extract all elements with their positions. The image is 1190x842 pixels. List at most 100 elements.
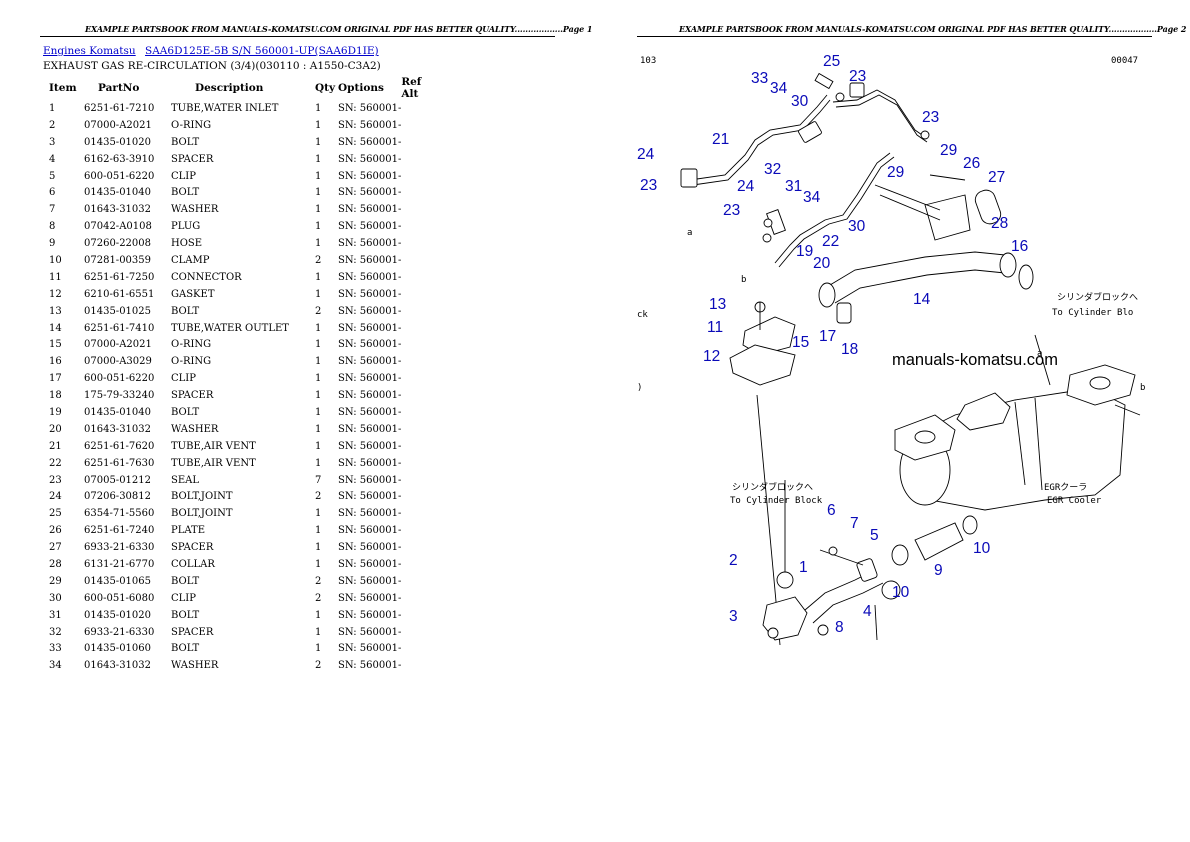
cell-options: SN: 560001-	[338, 136, 402, 148]
page-header: EXAMPLE PARTSBOOK FROM MANUALS-KOMATSU.C…	[85, 24, 593, 34]
callout-10: 10	[892, 584, 910, 601]
cell-ref-alt	[401, 336, 441, 353]
cell-qty: 1	[315, 643, 322, 655]
cell-options: SN: 560001-	[338, 204, 402, 216]
cell-ref-alt	[401, 269, 441, 286]
callout-8: 8	[835, 619, 844, 636]
cell-qty: 1	[315, 238, 322, 250]
cell-description: TUBE,WATER INLET	[171, 102, 279, 114]
cell-item: 6	[49, 187, 56, 199]
cell-partno: 07042-A0108	[84, 221, 152, 233]
cell-ref-alt	[401, 218, 441, 235]
cell-ref-alt	[401, 556, 441, 573]
callout-5: 5	[870, 527, 879, 544]
cell-partno: 01643-31032	[84, 204, 152, 216]
cell-ref-alt	[401, 201, 441, 218]
cell-options: SN: 560001-	[338, 491, 402, 503]
cell-item: 8	[49, 221, 56, 233]
cell-item: 18	[49, 390, 62, 402]
callout-32: 32	[764, 161, 781, 178]
cell-partno: 600-051-6080	[84, 592, 155, 604]
cell-qty: 1	[315, 457, 322, 469]
egr-cooler	[894, 334, 1141, 511]
cell-description: COLLAR	[171, 558, 215, 570]
cell-item: 31	[49, 609, 62, 621]
cell-partno: 07005-01212	[84, 474, 152, 486]
cell-partno: 6933-21-6330	[84, 542, 155, 554]
cell-qty: 1	[315, 153, 322, 165]
parts-table: Item PartNo Description Qty Options Ref …	[43, 76, 441, 674]
cell-partno: 6354-71-5560	[84, 508, 155, 520]
cell-partno: 600-051-6220	[84, 373, 155, 385]
cell-options: SN: 560001-	[338, 254, 402, 266]
cell-description: CLIP	[171, 592, 196, 604]
cell-partno: 6251-61-7630	[84, 457, 155, 469]
cell-options: SN: 560001-	[338, 660, 402, 672]
cell-item: 5	[49, 170, 56, 182]
callout-31: 31	[785, 178, 802, 195]
cell-qty: 2	[315, 491, 322, 503]
jp-to-cylinder-label-lower: シリンダブロックへ	[732, 481, 813, 493]
cell-partno: 01435-01020	[84, 609, 152, 621]
cell-description: WASHER	[171, 660, 219, 672]
page-header: EXAMPLE PARTSBOOK FROM MANUALS-KOMATSU.C…	[679, 24, 1187, 34]
breadcrumb-link-model[interactable]: SAA6D125E-5B S/N 560001-UP(SAA6D1IE)	[145, 45, 379, 57]
cell-ref-alt	[401, 320, 441, 337]
cell-description: PLUG	[171, 221, 201, 233]
cell-partno: 01435-01060	[84, 643, 152, 655]
cell-description: CLIP	[171, 373, 196, 385]
cell-options: SN: 560001-	[338, 440, 402, 452]
col-ref-alt: Ref Alt	[401, 76, 422, 100]
callout-24: 24	[637, 146, 655, 163]
cell-ref-alt	[401, 168, 441, 185]
cell-qty: 2	[315, 305, 322, 317]
cell-ref-alt	[401, 404, 441, 421]
cell-options: SN: 560001-	[338, 221, 402, 233]
cell-ref-alt	[401, 488, 441, 505]
cell-item: 26	[49, 525, 62, 537]
cell-options: SN: 560001-	[338, 626, 402, 638]
cell-options: SN: 560001-	[338, 170, 402, 182]
cell-partno: 07000-A2021	[84, 339, 152, 351]
cell-ref-alt	[401, 353, 441, 370]
breadcrumb-link-engines[interactable]: Engines Komatsu	[43, 45, 136, 57]
cell-description: BOLT	[171, 643, 200, 655]
col-item: Item	[49, 82, 77, 94]
cell-item: 1	[49, 102, 56, 114]
edge-text-ck: ck	[637, 310, 648, 320]
cell-qty: 1	[315, 136, 322, 148]
cell-options: SN: 560001-	[338, 423, 402, 435]
cell-description: CLIP	[171, 170, 196, 182]
cell-options: SN: 560001-	[338, 542, 402, 554]
callout-30: 30	[791, 93, 809, 110]
callout-23: 23	[640, 177, 657, 194]
cell-ref-alt	[401, 117, 441, 134]
cell-description: WASHER	[171, 423, 219, 435]
section-title: EXHAUST GAS RE-CIRCULATION (3/4)(030110 …	[43, 60, 381, 72]
cell-ref-alt	[401, 657, 441, 674]
cell-description: O-RING	[171, 356, 212, 368]
cell-partno: 6162-63-3910	[84, 153, 155, 165]
callout-20: 20	[813, 255, 831, 272]
callout-24: 24	[737, 178, 755, 195]
egr-cooler-label: EGR Cooler	[1047, 496, 1102, 506]
cell-partno: 6251-61-7210	[84, 102, 155, 114]
edge-text-paren: )	[637, 383, 642, 393]
cell-qty: 1	[315, 508, 322, 520]
cell-ref-alt	[401, 438, 441, 455]
cell-description: BOLT	[171, 575, 200, 587]
cell-ref-alt	[401, 370, 441, 387]
cell-partno: 01435-01065	[84, 575, 152, 587]
cell-options: SN: 560001-	[338, 153, 402, 165]
callout-14: 14	[913, 291, 931, 308]
